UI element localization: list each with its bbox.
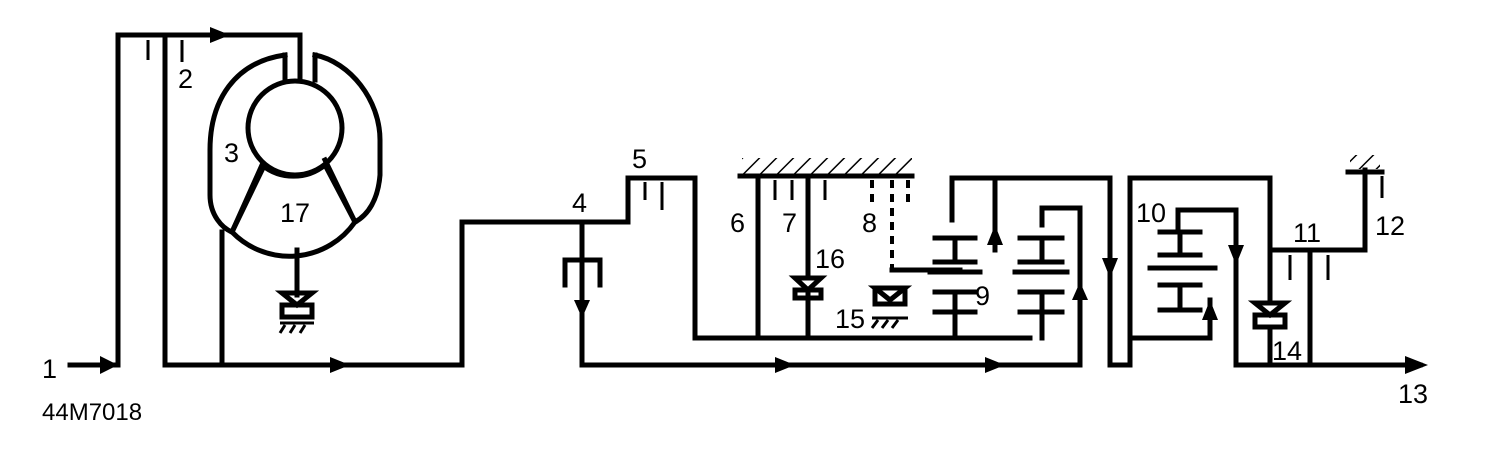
- input-shaft: [67, 27, 303, 374]
- planetary-set-10: [1127, 175, 1423, 368]
- one-way-clutch-15: [867, 267, 963, 329]
- label-11: 11: [1293, 218, 1321, 248]
- planetary-set-9: [927, 175, 1133, 368]
- label-4: 4: [572, 188, 587, 218]
- lockup-clutch: [162, 37, 184, 368]
- label-6: 6: [730, 208, 745, 238]
- one-way-clutch-16: [788, 275, 828, 294]
- labels: 1 2 3 4 5 6 7 8 9 10 11 12 13 14 15 16 1…: [42, 64, 1428, 426]
- label-17: 17: [280, 198, 310, 228]
- label-5: 5: [632, 144, 647, 174]
- torque-converter: [207, 52, 383, 368]
- intermediate-shaft: [579, 207, 1088, 373]
- output-section: [1247, 155, 1428, 374]
- label-7: 7: [782, 208, 797, 238]
- label-14: 14: [1272, 336, 1302, 366]
- label-1: 1: [42, 354, 57, 384]
- label-9: 9: [975, 281, 990, 311]
- label-10: 10: [1136, 198, 1166, 228]
- brake-group: [737, 158, 915, 341]
- label-16: 16: [815, 244, 845, 274]
- label-12: 12: [1375, 211, 1405, 241]
- label-15: 15: [835, 304, 865, 334]
- label-3: 3: [224, 138, 239, 168]
- clutch-4: [562, 175, 1033, 368]
- label-8: 8: [862, 208, 877, 238]
- figure-code: 44M7018: [42, 399, 142, 426]
- label-13: 13: [1398, 379, 1428, 409]
- one-way-clutch-14: [1247, 300, 1293, 319]
- turbine-shape: [229, 161, 358, 259]
- output-arrow: [1405, 356, 1428, 374]
- turbine-shaft: [162, 219, 585, 373]
- label-2: 2: [178, 64, 193, 94]
